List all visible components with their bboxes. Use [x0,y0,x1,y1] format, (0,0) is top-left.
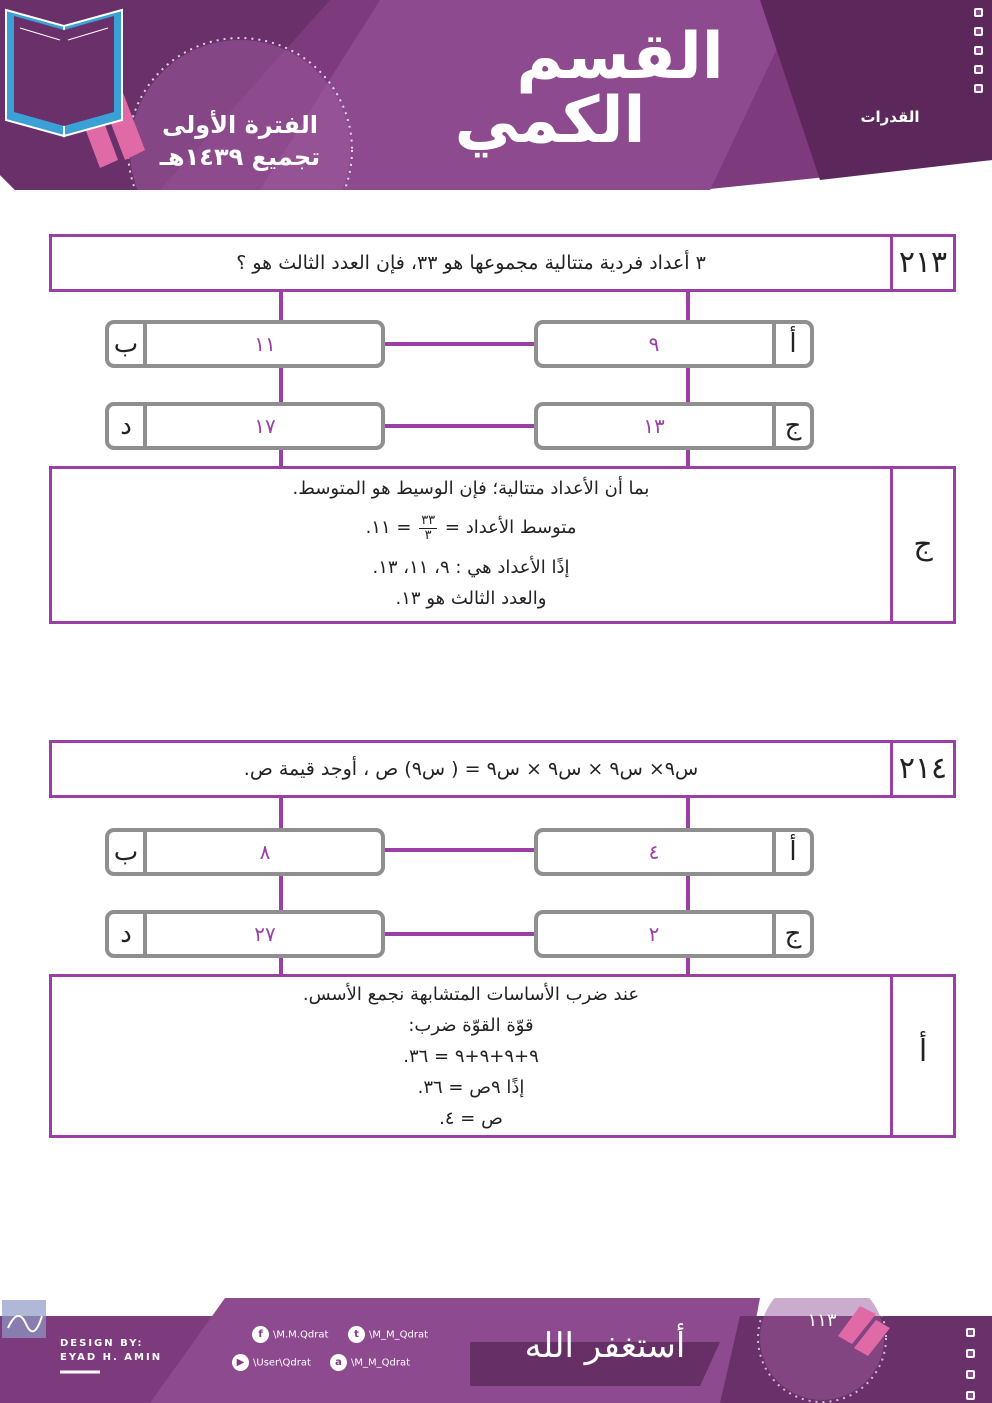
option-value: ١١ [254,332,276,356]
connector-line [383,848,535,852]
design-by-label: DESIGN BY: [60,1338,144,1349]
question-text: س٩× س٩ × س٩ × س٩ = ( س٩) ص ، أوجد قيمة ص… [243,758,699,780]
fraction-denominator: ٣ [424,527,432,543]
fraction-numerator: ٣٣ [419,512,438,529]
option-value: ١٣ [643,414,665,438]
option-letter: د [109,914,147,954]
social-handle: \M_M_Qdrat [369,1329,429,1341]
facebook-icon: f [252,1326,269,1343]
connector-line [383,342,535,346]
option-c[interactable]: ٢ ج [534,910,814,958]
youtube-icon: ▶ [232,1354,249,1371]
option-letter: أ [772,832,810,872]
solution-line: بما أن الأعداد متتالية؛ فإن الوسيط هو ال… [292,478,650,499]
solution-line: قوّة القوّة ضرب: [408,1015,534,1036]
solution-line: متوسط الأعداد = ٣٣ ٣ = ١١. [52,504,890,552]
page-header: القسم الكمي الفترة الأولى تجميع ١٤٣٩هـ ا… [0,0,992,190]
solution-line: ص = ٤. [439,1108,503,1129]
answer-letter: أ [890,977,953,1135]
question-bar: ٣ أعداد فردية متتالية مجموعها هو ٣٣، فإن… [49,234,956,292]
solution-line: إذًا الأعداد هي : ٩، ١١، ١٣. [372,557,570,578]
book-logo-icon [5,8,123,138]
footer-background [0,1298,992,1403]
solution-line: والعدد الثالث هو ١٣. [395,588,547,609]
option-a[interactable]: ٩ أ [534,320,814,368]
question-bar: س٩× س٩ × س٩ × س٩ = ( س٩) ص ، أوجد قيمة ص… [49,740,956,798]
connector-line [279,292,283,466]
question-number: ٢١٣ [890,237,953,289]
option-value: ١٧ [254,414,276,438]
header-collection: تجميع ١٤٣٩هـ [159,143,321,171]
option-value: ٩ [648,332,660,356]
social-facebook[interactable]: f \M.M.Qdrat [252,1326,328,1344]
page-number: ١١٣ [807,1310,837,1331]
calligraphy-text: أستغفر الله [524,1326,686,1366]
option-value: ٢ [648,922,660,946]
designer-name: EYAD H. AMIN [60,1352,163,1363]
question-block-213: ٣ أعداد فردية متتالية مجموعها هو ٣٣، فإن… [49,234,956,624]
option-a[interactable]: ٤ أ [534,828,814,876]
snapchat-icon: a [330,1354,347,1371]
solution-box: بما أن الأعداد متتالية؛ فإن الوسيط هو ال… [49,466,956,624]
connector-line [686,292,690,466]
signature-logo-icon [2,1300,46,1338]
footer-dots-decoration [966,1328,980,1403]
question-number: ٢١٤ [890,743,953,795]
option-c[interactable]: ١٣ ج [534,402,814,450]
connector-line [383,424,535,428]
option-letter: د [109,406,147,446]
option-b[interactable]: ب ٨ [105,828,385,876]
solution-text: بما أن الأعداد متتالية؛ فإن الوسيط هو ال… [52,473,890,614]
option-b[interactable]: ب ١١ [105,320,385,368]
header-title-line1: القسم [516,20,724,94]
solution-fragment: متوسط الأعداد = [444,517,577,538]
social-handle: \M_M_Qdrat [351,1357,411,1369]
option-letter: ج [772,914,810,954]
header-dots-decoration [974,8,988,103]
twitter-icon: t [348,1326,365,1343]
option-d[interactable]: د ٢٧ [105,910,385,958]
solution-line: إذًا ٩ص = ٣٦. [417,1077,525,1098]
option-d[interactable]: د ١٧ [105,402,385,450]
social-twitter[interactable]: t \M_M_Qdrat [348,1326,428,1344]
solution-fragment: = ١١. [365,517,412,538]
social-handle: \M.M.Qdrat [273,1329,329,1341]
logo-text: القدرات [860,108,920,126]
option-value: ٤ [648,840,660,864]
solution-line: عند ضرب الأساسات المتشابهة نجمع الأسس. [302,984,640,1005]
page-footer: DESIGN BY: EYAD H. AMIN f \M.M.Qdrat t \M_… [0,1298,992,1403]
option-letter: ج [772,406,810,446]
connector-line [279,798,283,974]
fraction: ٣٣ ٣ [419,512,438,543]
question-text: ٣ أعداد فردية متتالية مجموعها هو ٣٣، فإن… [236,252,706,274]
option-letter: أ [772,324,810,364]
social-youtube[interactable]: ▶ \User\Qdrat [232,1354,311,1372]
option-value: ٨ [259,840,271,864]
solution-text: عند ضرب الأساسات المتشابهة نجمع الأسس. ق… [52,979,890,1134]
social-snapchat[interactable]: a \M_M_Qdrat [330,1354,410,1372]
option-letter: ب [109,832,147,872]
connector-line [383,932,535,936]
header-title-line2: الكمي [454,84,646,158]
connector-line [686,798,690,974]
header-period: الفترة الأولى [161,111,319,139]
answer-letter: ج [890,469,953,621]
solution-line: ٩+٩+٩+٩ = ٣٦. [403,1046,539,1067]
social-handle: \User\Qdrat [253,1357,311,1369]
question-block-214: س٩× س٩ × س٩ × س٩ = ( س٩) ص ، أوجد قيمة ص… [49,740,956,1140]
option-letter: ب [109,324,147,364]
option-value: ٢٧ [254,922,276,946]
solution-box: عند ضرب الأساسات المتشابهة نجمع الأسس. ق… [49,974,956,1138]
